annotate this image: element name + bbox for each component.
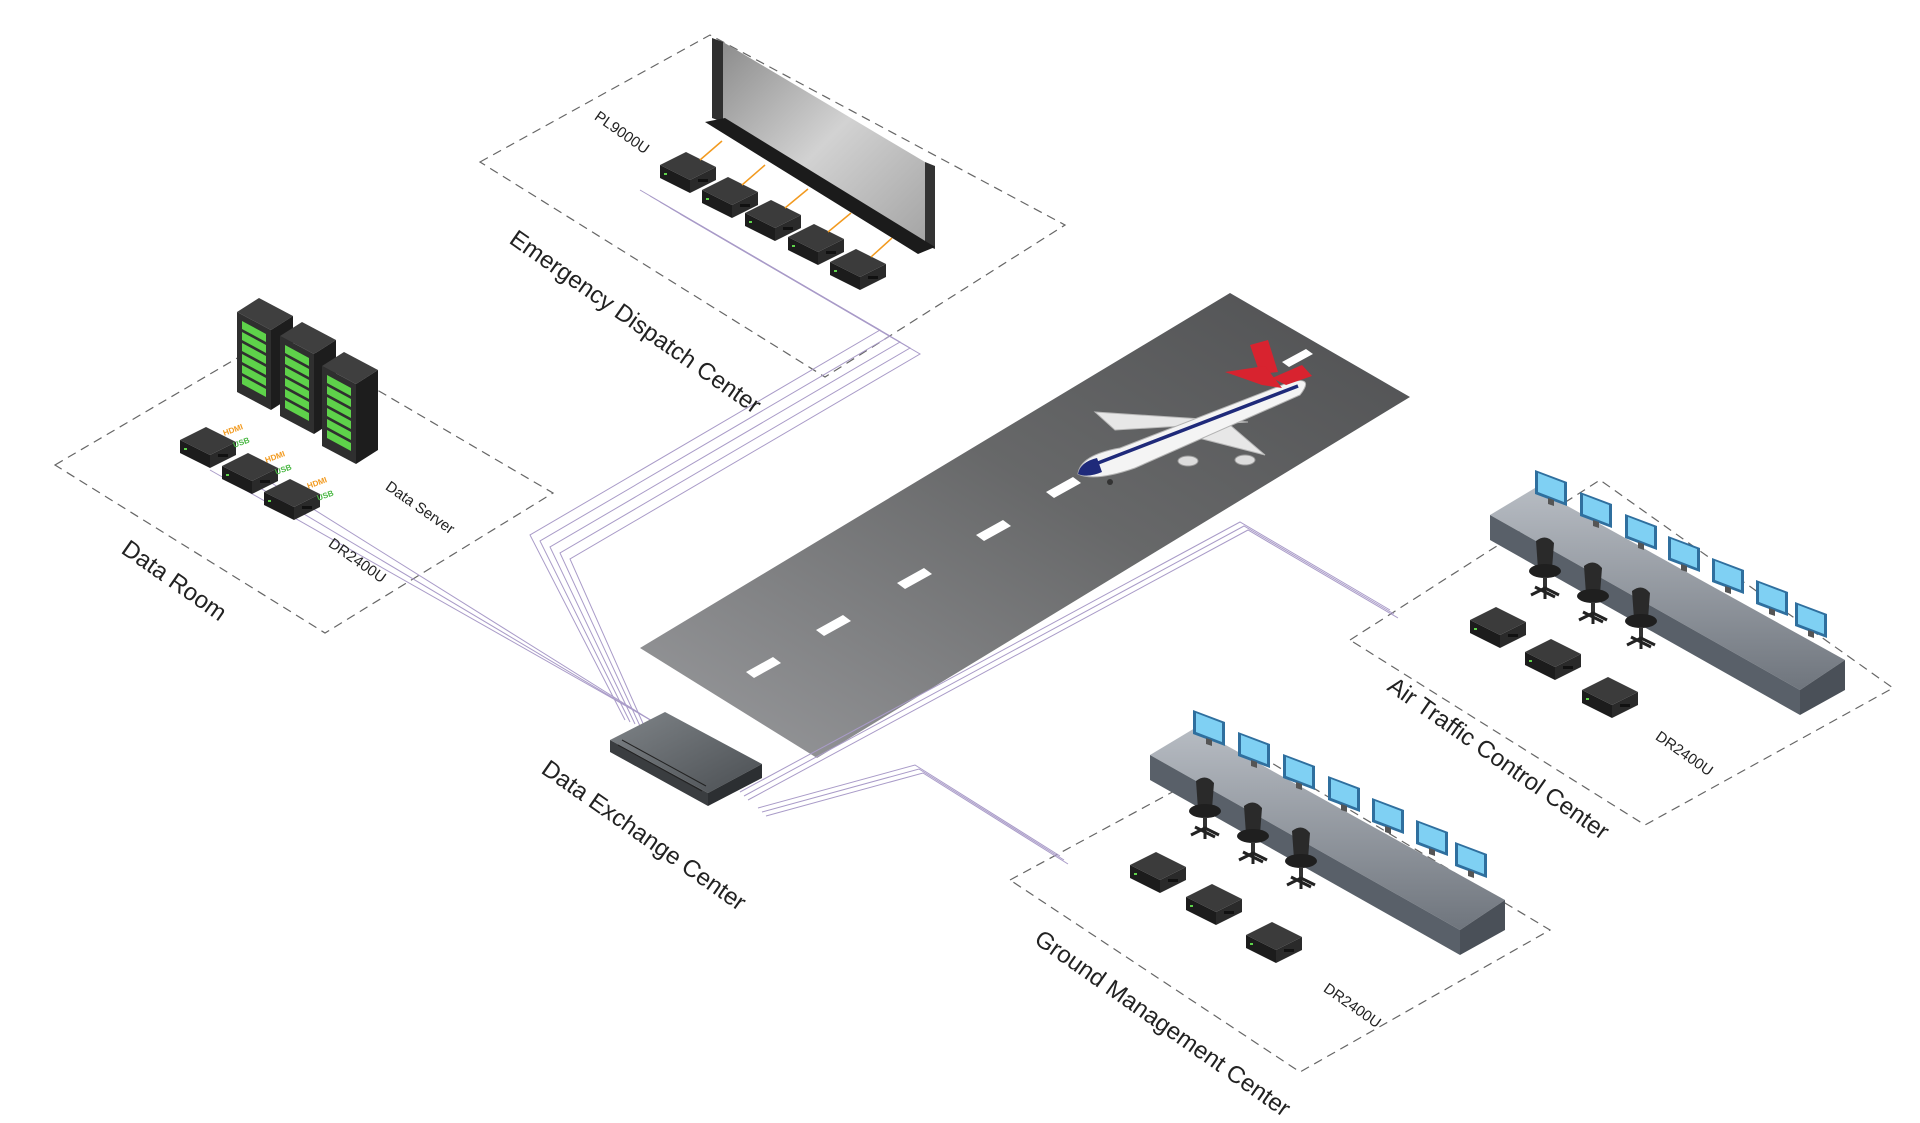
atc-console (1470, 470, 1845, 718)
server-racks (237, 298, 378, 464)
zone-border-data-room (53, 332, 555, 634)
ground-console (1130, 710, 1505, 963)
airplane-icon (1077, 340, 1312, 485)
zone-border-ground (1008, 749, 1552, 1073)
network-switch (610, 712, 762, 806)
video-wall (705, 38, 935, 254)
cables (209, 189, 1399, 865)
diagram-canvas (53, 34, 1895, 1073)
runway (640, 293, 1410, 758)
videowall-hdmi-links (699, 140, 893, 258)
zone-border-emergency (478, 34, 1067, 378)
network-diagram: Emergency Dispatch Center Data Room Data… (53, 34, 1895, 1122)
runway-markings (746, 349, 1313, 678)
